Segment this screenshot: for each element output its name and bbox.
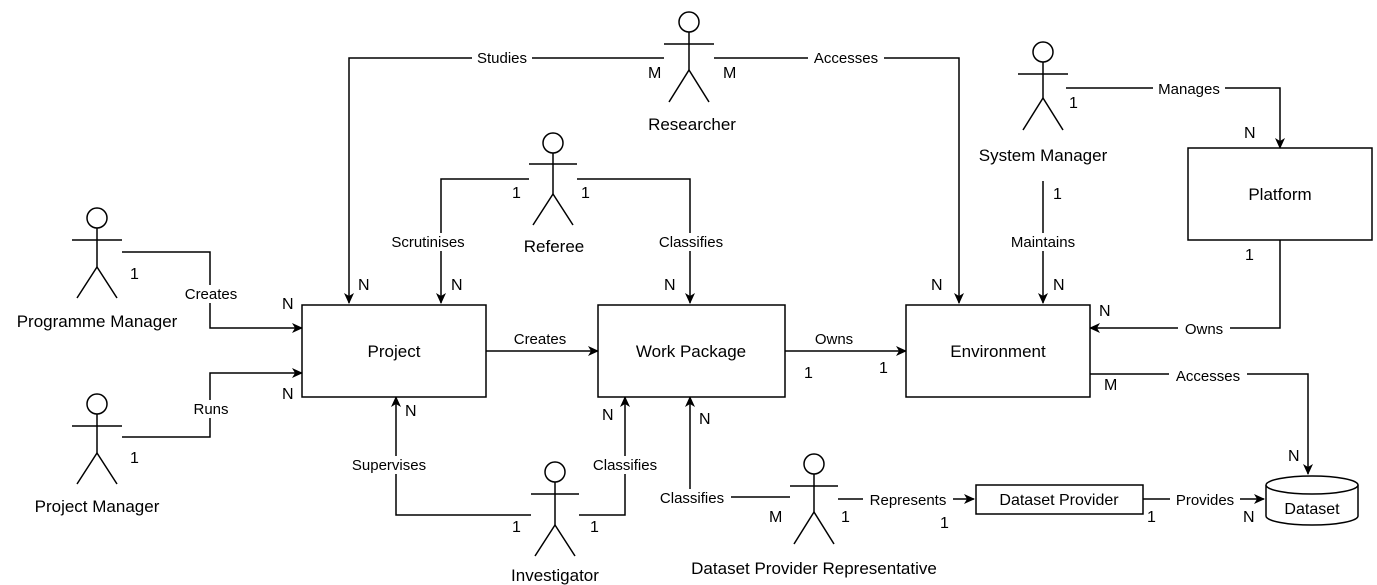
entities: Project Work Package Environment Platfor… <box>301 147 1373 526</box>
edges <box>122 57 1313 516</box>
label-scrutinises: Scrutinises <box>391 234 464 251</box>
researcher-actor-icon <box>664 11 714 103</box>
label-supervises: Supervises <box>352 457 426 474</box>
investigator-name: Investigator <box>511 566 599 585</box>
card-creates-programme-manager: 1 <box>130 266 139 283</box>
card-manages-sysmgr: 1 <box>1069 95 1078 112</box>
project-label: Project <box>368 342 421 361</box>
system-manager-actor-icon <box>1018 41 1068 131</box>
label-provides: Provides <box>1176 492 1234 509</box>
dataset-provider-label: Dataset Provider <box>999 492 1119 509</box>
referee-actor-icon <box>529 132 577 226</box>
card-studies-researcher: M <box>648 65 661 82</box>
card-inv-classifies-investigator: 1 <box>590 519 599 536</box>
card-scrutinises-project: N <box>451 277 463 294</box>
platform-label: Platform <box>1248 185 1311 204</box>
card-accesses-environment: N <box>931 277 943 294</box>
edge-platform-owns-environment <box>1089 240 1281 333</box>
card-supervises-investigator: 1 <box>512 519 521 536</box>
card-platform-owns-platform: 1 <box>1245 247 1254 264</box>
card-dpr-classifies-dpr: M <box>769 509 782 526</box>
programme-manager-actor-icon <box>72 207 122 299</box>
card-platform-owns-environment: N <box>1099 303 1111 320</box>
edge-investigator-supervises-project <box>391 396 531 516</box>
project-manager-actor-icon <box>72 393 122 485</box>
card-inv-classifies-workpackage: N <box>602 407 614 424</box>
card-classifies-referee: 1 <box>581 185 590 202</box>
environment-box <box>905 304 1091 398</box>
card-scrutinises-referee: 1 <box>512 185 521 202</box>
card-dpr-classifies-workpackage: N <box>699 411 711 428</box>
referee-name: Referee <box>524 237 584 256</box>
edge-researcher-accesses-environment <box>714 57 964 304</box>
edge-environment-accesses-dataset <box>1090 373 1313 475</box>
relation-labels: Studies Accesses Manages Scrutinises Cla… <box>179 49 1247 509</box>
label-owns-workpackage: Owns <box>815 331 853 348</box>
label-manages: Manages <box>1158 81 1220 98</box>
card-provides-dataset: N <box>1243 509 1255 526</box>
card-classifies-workpackage: N <box>664 277 676 294</box>
card-manages-platform: N <box>1244 125 1256 142</box>
programme-manager-name: Programme Manager <box>17 312 178 331</box>
researcher-name: Researcher <box>648 115 736 134</box>
system-manager-name: System Manager <box>979 146 1108 165</box>
work-package-label: Work Package <box>636 342 746 361</box>
card-env-accesses-environment: M <box>1104 377 1117 394</box>
actors: Researcher System Manager Referee Progra… <box>17 11 1108 585</box>
platform-box <box>1187 147 1373 241</box>
card-accesses-researcher: M <box>723 65 736 82</box>
dataset-provider-box <box>975 484 1144 515</box>
project-box <box>301 304 487 398</box>
dataset-label: Dataset <box>1284 501 1340 518</box>
card-maintains-sysmgr: 1 <box>1053 186 1062 203</box>
label-environment-accesses: Accesses <box>1176 368 1240 385</box>
label-represents: Represents <box>870 492 947 509</box>
dataset-provider-representative-actor-icon <box>790 453 838 545</box>
edge-researcher-studies-project <box>344 57 664 304</box>
label-project-creates: Creates <box>514 331 567 348</box>
environment-label: Environment <box>950 342 1046 361</box>
edge-referee-classifies-workpackage <box>577 178 695 304</box>
label-studies: Studies <box>477 50 527 67</box>
edge-sysmgr-manages-platform <box>1066 87 1285 149</box>
card-env-accesses-dataset: N <box>1288 448 1300 465</box>
edge-referee-scrutinises-project <box>436 178 529 304</box>
dataset-provider-representative-name: Dataset Provider Representative <box>691 559 937 578</box>
project-manager-name: Project Manager <box>35 497 160 516</box>
label-programme-manager-creates: Creates <box>185 286 238 303</box>
investigator-actor-icon <box>531 461 579 557</box>
label-runs: Runs <box>193 401 228 418</box>
label-maintains: Maintains <box>1011 234 1075 251</box>
label-platform-owns: Owns <box>1185 321 1223 338</box>
label-researcher-accesses: Accesses <box>814 50 878 67</box>
dataset-cylinder <box>1265 475 1359 526</box>
card-runs-project-manager: 1 <box>130 450 139 467</box>
label-referee-classifies: Classifies <box>659 234 723 251</box>
label-investigator-classifies: Classifies <box>593 457 657 474</box>
cardinalities: M N M N 1 N 1 N 1 N 1 N 1 N 1 N 1 1 1 N … <box>130 65 1300 536</box>
card-owns-environment: 1 <box>879 360 888 377</box>
card-creates-project: N <box>282 296 294 313</box>
card-represents-provider: 1 <box>940 515 949 532</box>
card-represents-dpr: 1 <box>841 509 850 526</box>
card-owns-workpackage: 1 <box>804 365 813 382</box>
card-supervises-project: N <box>405 403 417 420</box>
card-studies-project: N <box>358 277 370 294</box>
work-package-box <box>597 304 786 398</box>
card-maintains-environment: N <box>1053 277 1065 294</box>
label-dpr-classifies: Classifies <box>660 490 724 507</box>
card-provides-provider: 1 <box>1147 509 1156 526</box>
card-runs-project: N <box>282 386 294 403</box>
edge-investigator-classifies-workpackage <box>579 396 630 516</box>
